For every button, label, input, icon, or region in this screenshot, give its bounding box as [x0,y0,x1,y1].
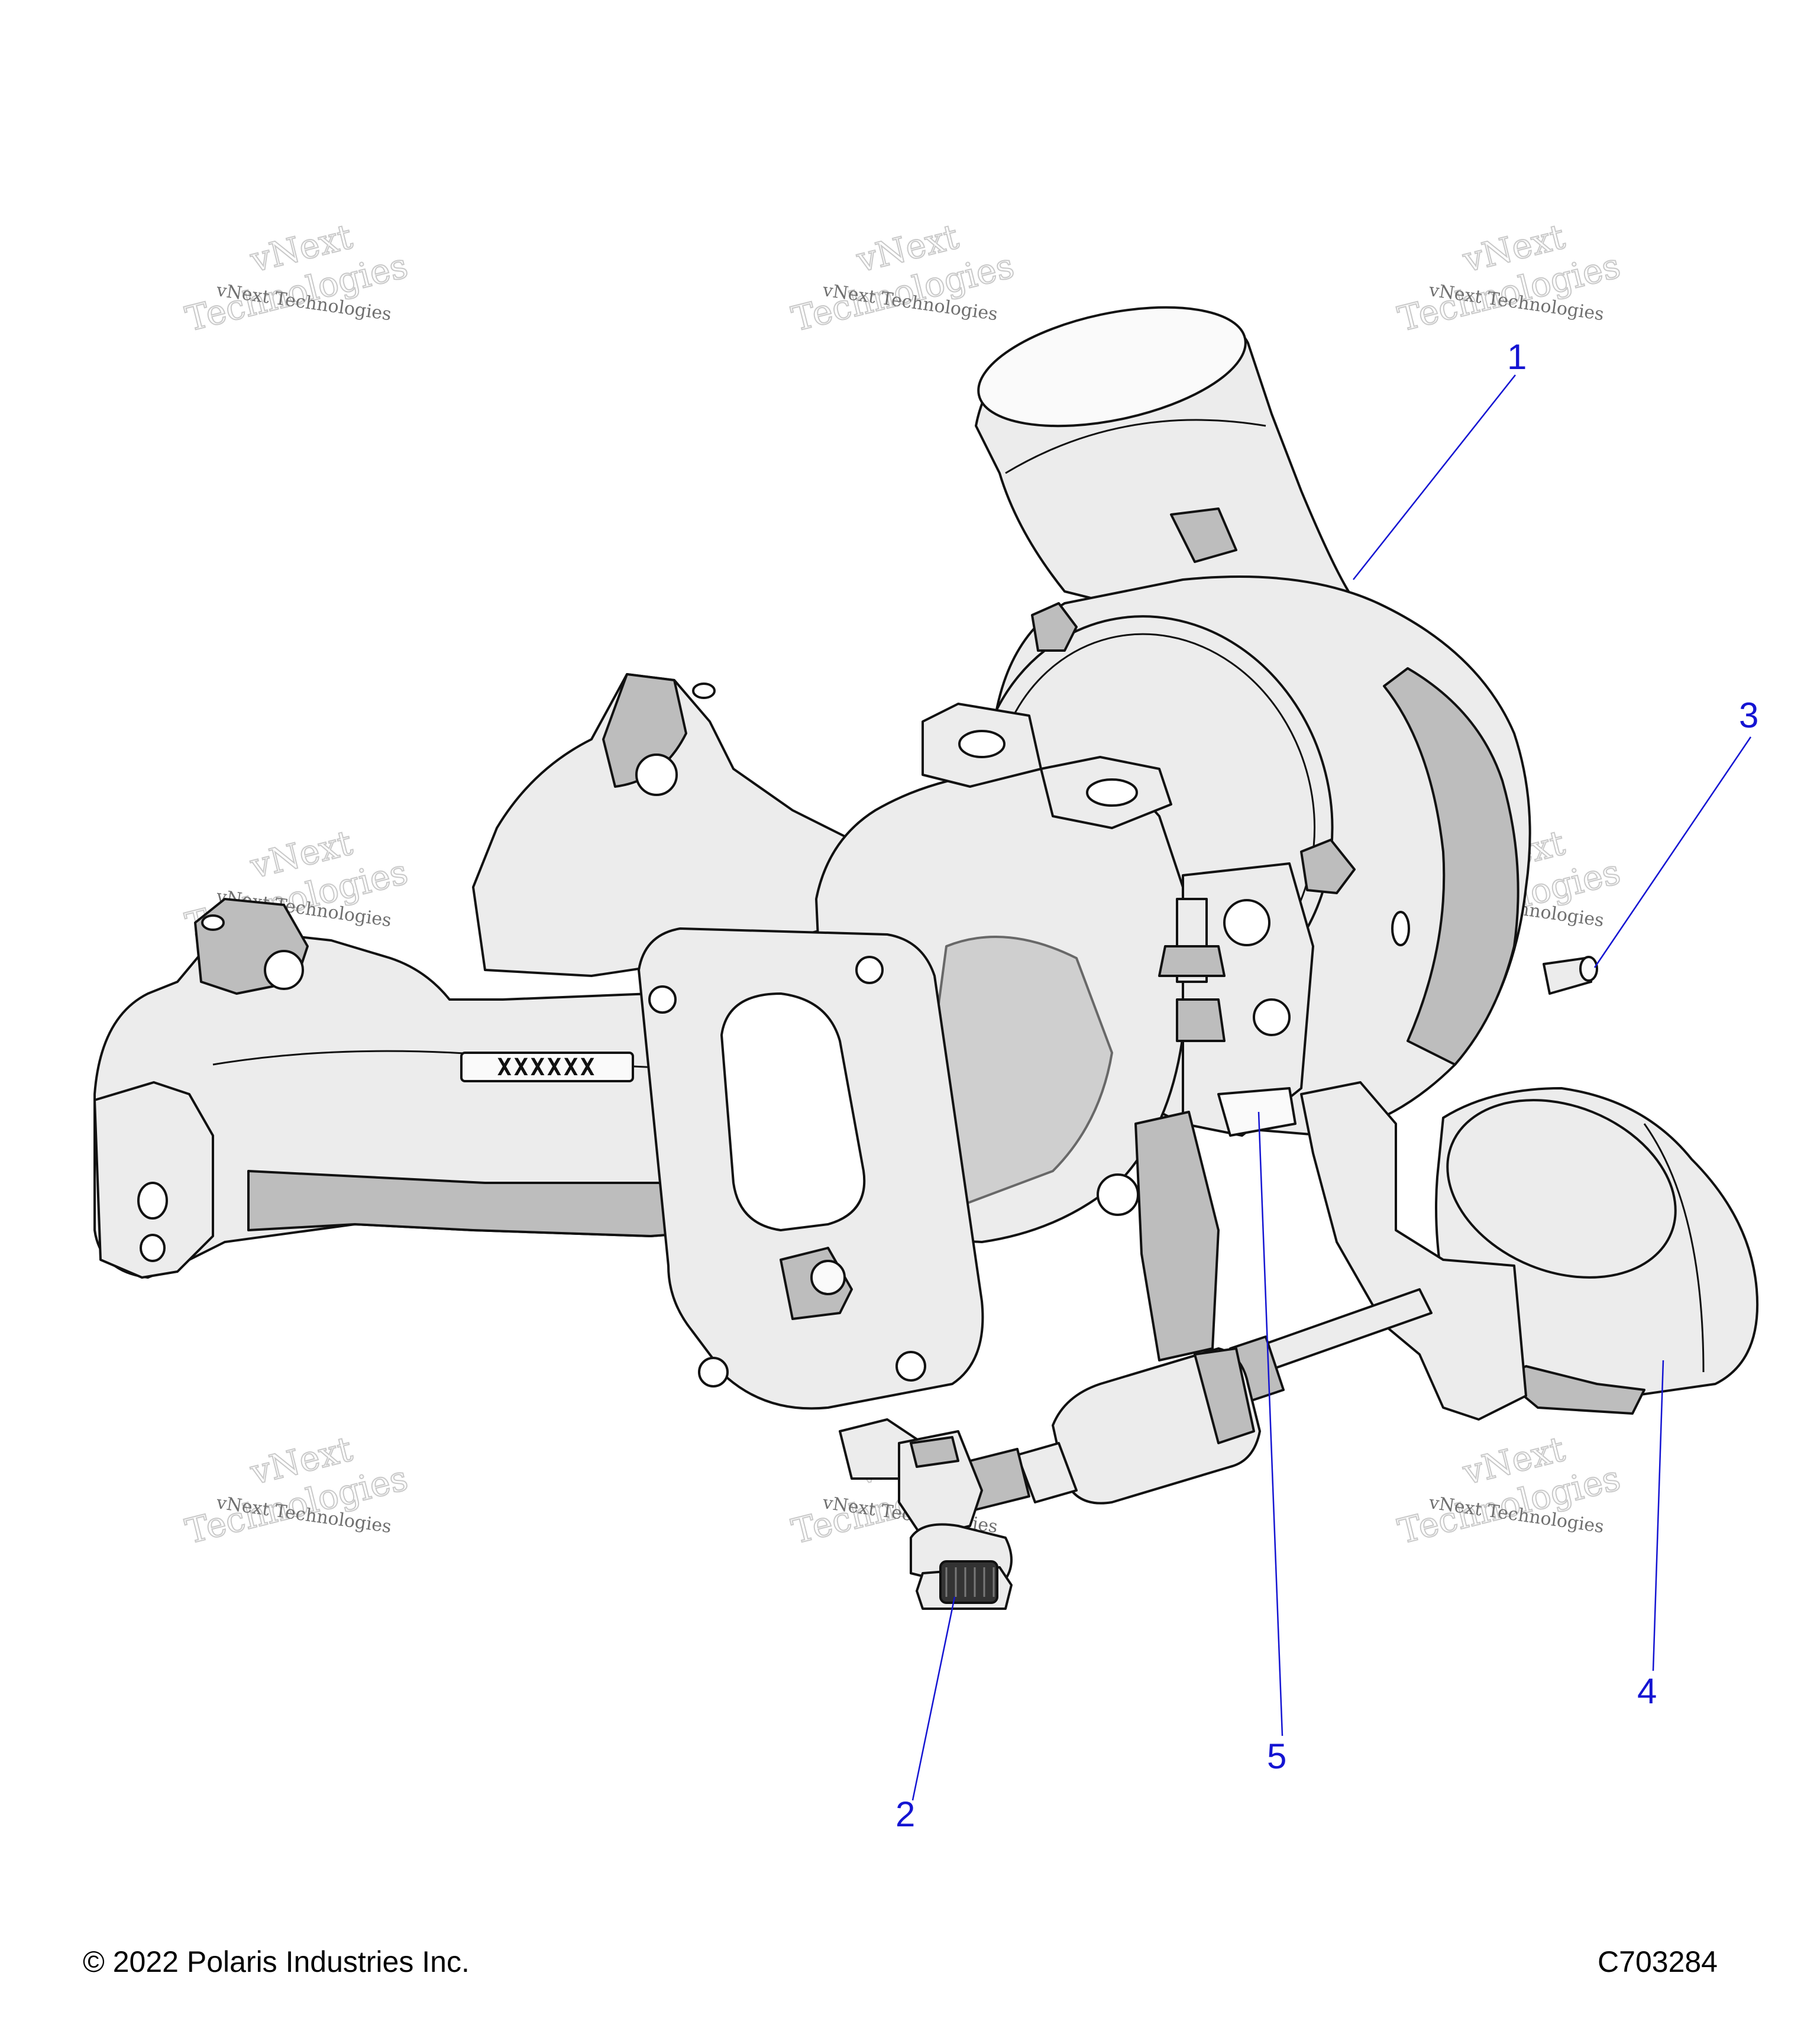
callout-1: 1 [1507,337,1527,377]
actuator-rod [851,1288,1433,1515]
wastegate-actuator [1300,1081,1759,1421]
leader-line-3 [1593,736,1752,968]
leader-line-2 [911,1596,956,1801]
callout-numbers: 1 2 3 4 5 [895,337,1758,1834]
callout-2: 2 [895,1794,915,1834]
leader-line-1 [1353,374,1516,580]
leader-line-5 [1257,1111,1283,1736]
callout-3: 3 [1739,696,1758,735]
part-marking: XXXXXX [497,1054,597,1081]
leader-line-4 [1652,1360,1664,1671]
leader-lines [911,374,1752,1801]
callout-5: 5 [1267,1736,1286,1776]
turbine-outlet-flange [638,927,1139,1410]
callout-4: 4 [1637,1671,1657,1711]
copyright-notice: © 2022 Polaris Industries Inc. [83,1945,470,1978]
drawing-code: C703284 [1598,1945,1718,1978]
sensor-fitting [839,1418,1013,1610]
